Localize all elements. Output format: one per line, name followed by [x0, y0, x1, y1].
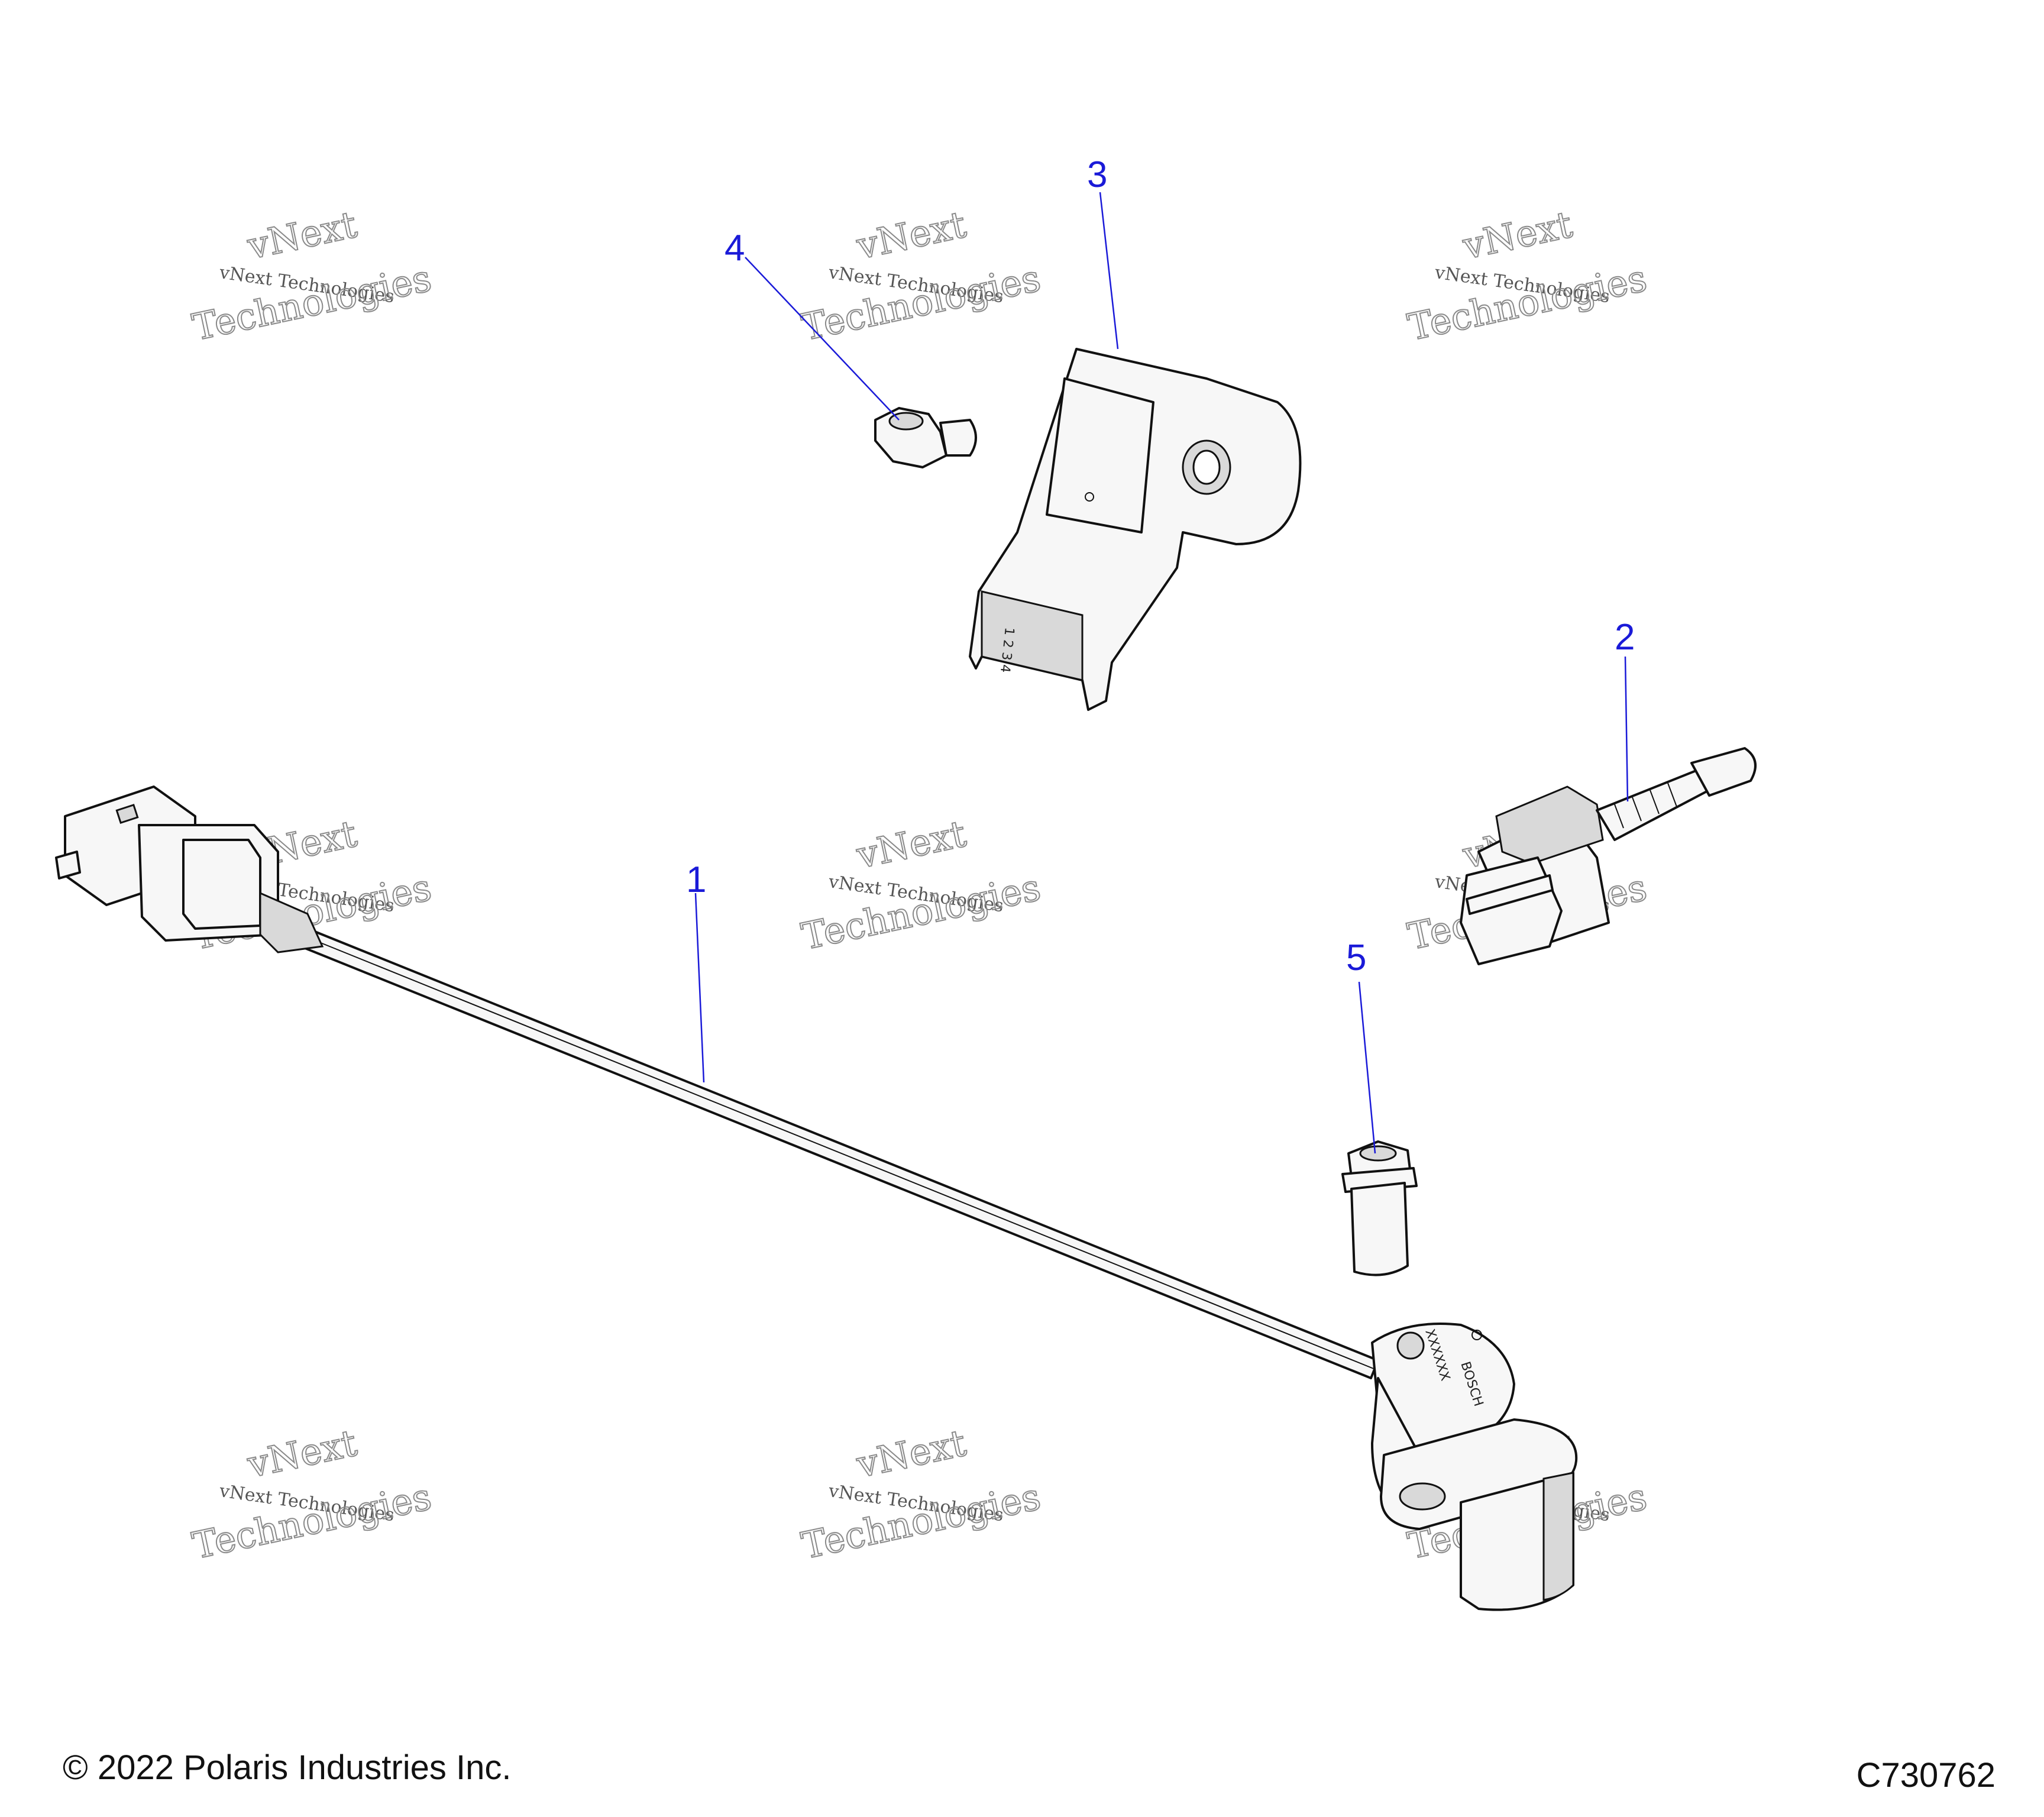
- copyright-text: © 2022 Polaris Industries Inc.: [63, 1748, 512, 1787]
- part-3-map-sensor: 1 2 3 4: [969, 348, 1302, 711]
- watermark: vNext Technologies vNext Technologies: [1403, 202, 1651, 350]
- callout-2: 2: [1615, 617, 1635, 658]
- watermark-outline-text: vNext: [852, 812, 969, 877]
- watermark: vNext Technologies vNext Technologies: [188, 202, 436, 350]
- sensor-cable: [299, 927, 1379, 1379]
- brand-logo-icon: [1471, 1330, 1482, 1340]
- callout-4: 4: [725, 228, 745, 269]
- callout-labels: 1 2 3 4 5: [686, 154, 1635, 978]
- part-1-crank-sensor: XXXXXX BOSCH: [55, 785, 1578, 1611]
- leader-line-4: [745, 257, 900, 421]
- callout-1: 1: [686, 859, 706, 900]
- leader-line-3: [1099, 192, 1119, 350]
- part-2-temperature-sensor: [1460, 747, 1757, 965]
- watermark-outline-text: vNext: [243, 203, 360, 268]
- thread-lines: [1614, 783, 1677, 829]
- watermark-outline-text: vNext: [852, 1421, 969, 1486]
- watermark-outline-text: vNext: [1458, 203, 1576, 268]
- cable-highlight: [307, 937, 1376, 1370]
- drawing-id-text: C730762: [1856, 1756, 1996, 1795]
- watermark-outline-text: vNext: [243, 1421, 360, 1486]
- cable-connector: [55, 785, 324, 953]
- sensor-head: XXXXXX BOSCH: [1371, 1323, 1578, 1611]
- callout-3: 3: [1087, 154, 1107, 195]
- watermark: vNext Technologies vNext Technologies: [188, 1421, 436, 1568]
- leader-line-2: [1624, 656, 1629, 802]
- watermark: vNext Technologies vNext Technologies: [797, 811, 1045, 959]
- watermark: vNext Technologies vNext Technologies: [797, 202, 1045, 350]
- watermark: vNext Technologies vNext Technologies: [797, 1421, 1045, 1568]
- callout-5: 5: [1346, 937, 1366, 978]
- part-4-bolt: [874, 407, 977, 468]
- part-5-bolt: [1341, 1140, 1418, 1276]
- leader-line-5: [1358, 981, 1376, 1154]
- callout-leaders: [694, 192, 1629, 1154]
- watermark-outline-text: vNext: [852, 203, 969, 268]
- leader-line-1: [694, 893, 705, 1083]
